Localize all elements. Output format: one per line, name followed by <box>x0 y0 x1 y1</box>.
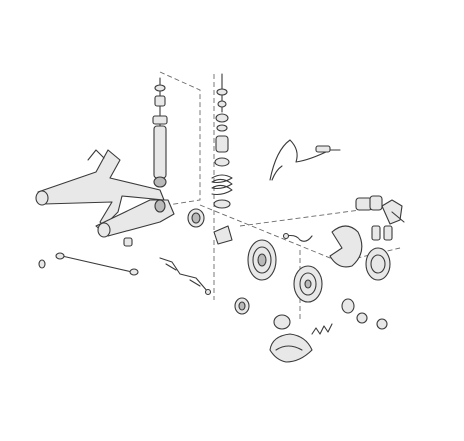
hardware-bushings[interactable] <box>38 237 388 330</box>
wheel-hub[interactable] <box>187 208 233 245</box>
coil-spring-strut[interactable] <box>211 73 233 209</box>
brake-line[interactable] <box>282 232 313 242</box>
brake-caliper-set[interactable] <box>355 195 405 241</box>
trailing-arm-axle[interactable] <box>35 149 175 238</box>
stabilizer-link[interactable] <box>159 257 212 296</box>
brake-drum[interactable] <box>293 247 391 303</box>
handbrake-cable[interactable] <box>269 139 341 181</box>
shock-absorber[interactable] <box>152 77 168 188</box>
tie-rod[interactable] <box>55 252 139 276</box>
brake-shoes[interactable] <box>269 314 333 363</box>
dust-shield[interactable] <box>329 225 363 268</box>
assembly-guide-lines <box>159 71 401 320</box>
brake-disc[interactable] <box>247 239 277 281</box>
